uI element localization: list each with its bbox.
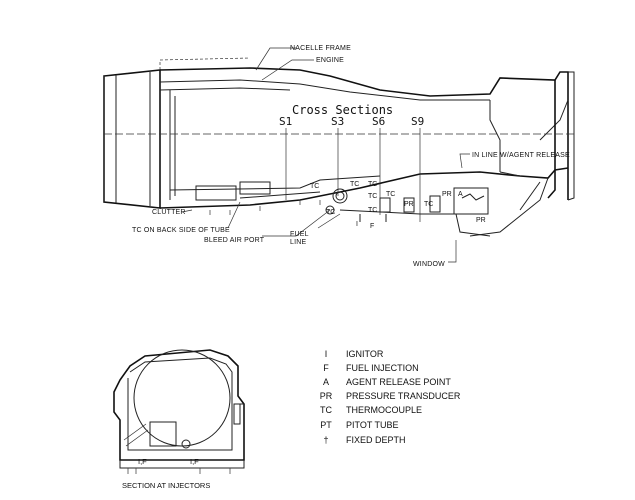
nacelle-frame-callout: NACELLE FRAME — [290, 45, 351, 52]
tc-mark: TC — [368, 193, 377, 200]
nacelle-side-view — [103, 57, 575, 237]
legend-key-pressure: PR — [320, 391, 333, 401]
legend-label-pitot: PITOT TUBE — [346, 420, 399, 430]
tc-mark: TC — [368, 181, 377, 188]
tc-mark: TC — [350, 181, 359, 188]
diagram-labels: Cross Sections S1 S3 S6 S9 NACELLE FRAME… — [132, 45, 570, 268]
lower-contour — [159, 167, 569, 209]
clutter-block — [195, 185, 237, 201]
legend-key-fuel: F — [323, 363, 329, 373]
tc-mark: TC — [368, 207, 377, 214]
if-left-mark: I,F — [138, 457, 147, 466]
legend-label-thermocouple: THERMOCOUPLE — [346, 405, 422, 415]
pr-mark: PR — [404, 201, 414, 208]
fuel-mark: F — [370, 223, 374, 230]
legend-key-agent: A — [323, 377, 329, 387]
injector-section-outline — [113, 349, 245, 461]
engine-callout: ENGINE — [316, 57, 344, 64]
inlet-bell — [103, 69, 161, 209]
injector-section-tube — [133, 349, 231, 447]
fuel-callout: FUEL — [290, 231, 309, 238]
tc-mark: TC — [326, 209, 335, 216]
pr-mark: PR — [442, 191, 452, 198]
section-label-s1: S1 — [279, 115, 292, 128]
legend-label-fixed-depth: FIXED DEPTH — [346, 435, 406, 445]
legend-label-agent: AGENT RELEASE POINT — [346, 377, 451, 387]
clutter-callout: CLUTTER — [152, 209, 186, 216]
bleed-air-tube — [332, 188, 348, 204]
section-label-s9: S9 — [411, 115, 424, 128]
legend-key-fixed-depth: † — [323, 435, 328, 445]
legend-key-pitot: PT — [320, 420, 332, 430]
section-label-s6: S6 — [372, 115, 385, 128]
injector-section-view: I,F I,F SECTION AT INJECTORS — [113, 349, 245, 490]
agent-release-callout: IN LINE W/AGENT RELEASE — [472, 152, 570, 159]
legend-label-pressure: PRESSURE TRANSDUCER — [346, 391, 461, 401]
injector-section-block — [149, 421, 177, 447]
bleed-air-callout: BLEED AIR PORT — [204, 237, 265, 244]
window-callout: WINDOW — [413, 261, 445, 268]
leader-lines — [181, 47, 470, 263]
section-at-injectors-caption: SECTION AT INJECTORS — [122, 481, 210, 490]
legend-label-fuel: FUEL INJECTION — [346, 363, 419, 373]
legend-key-thermocouple: TC — [320, 405, 332, 415]
agent-release-box — [453, 187, 489, 215]
legend-key-ignitor: I — [325, 349, 328, 359]
agent-mark: A — [458, 191, 463, 198]
cross-sections-title: Cross Sections — [292, 103, 393, 117]
tc-mark: TC — [424, 201, 433, 208]
tc-mark: TC — [386, 191, 395, 198]
tc-back-side-callout: TC ON BACK SIDE OF TUBE — [132, 227, 230, 234]
pr-mark: PR — [476, 217, 486, 224]
legend-label-ignitor: IGNITOR — [346, 349, 384, 359]
upper-contour — [159, 67, 569, 200]
section-label-s3: S3 — [331, 115, 344, 128]
ignitor-mark: I — [356, 221, 358, 228]
line-callout: LINE — [290, 239, 306, 246]
tc-mark: TC — [310, 183, 319, 190]
if-right-mark: I,F — [190, 457, 199, 466]
legend: I IGNITOR F FUEL INJECTION A AGENT RELEA… — [320, 349, 461, 445]
